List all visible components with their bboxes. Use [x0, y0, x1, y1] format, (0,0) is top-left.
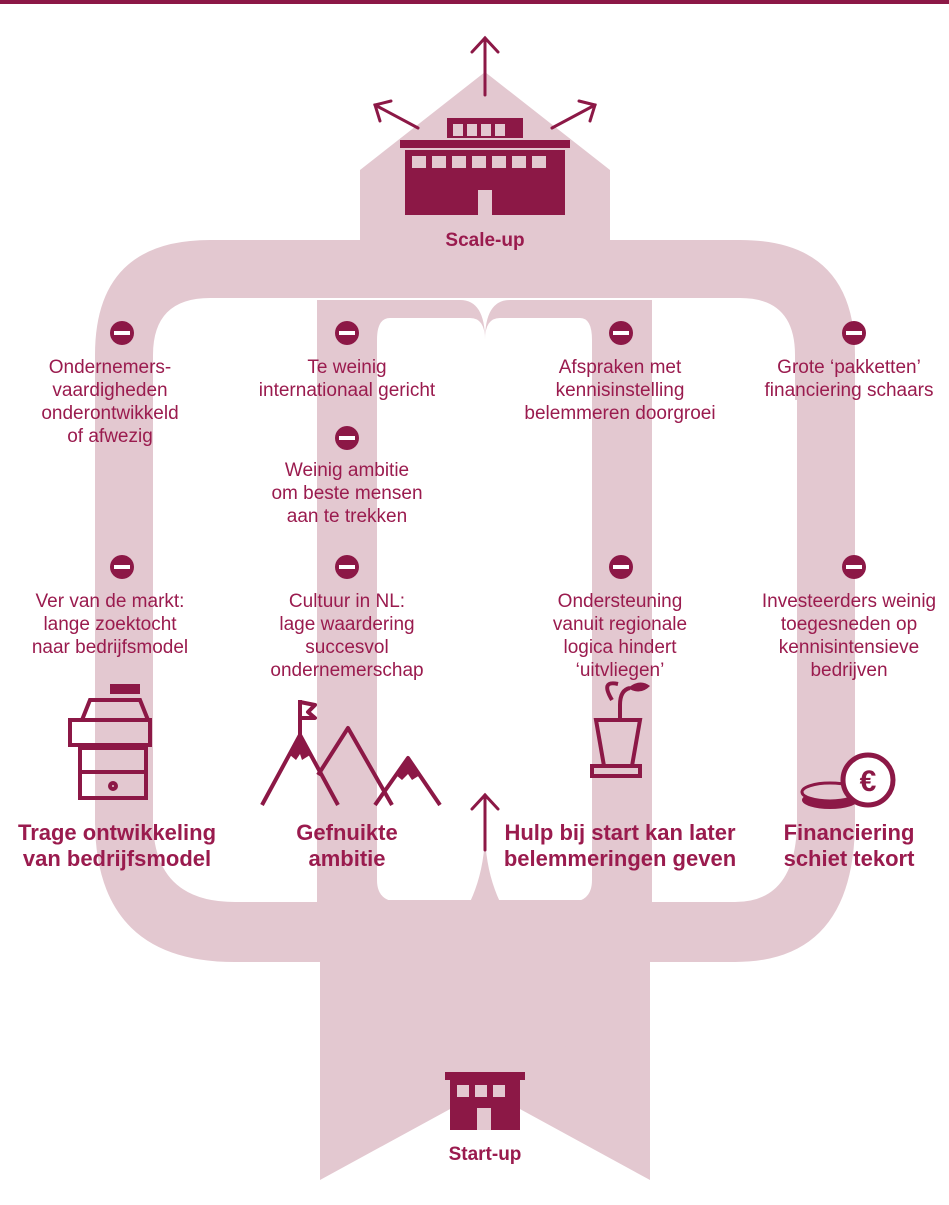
building-icon — [400, 118, 570, 215]
obstacle-text: Afspraken met kennisinstelling belemmere… — [524, 357, 716, 424]
arrow-right — [550, 103, 597, 130]
column-title: Financiering schiet tekort — [783, 820, 915, 871]
euro-symbol: € — [860, 765, 877, 798]
euro-coins-icon — [800, 752, 896, 809]
column-band-4 — [797, 395, 855, 825]
obstacle-text: Grote ‘pakketten’ financiering schaars — [764, 357, 934, 401]
column-title: Hulp bij start kan later belemmeringen g… — [503, 820, 737, 871]
obstacle-text: Cultuur in NL: lage waardering succesvol… — [270, 591, 424, 681]
minus-icon — [609, 321, 633, 345]
arrow-left — [373, 103, 420, 130]
start-up-label: Start-up — [448, 1144, 522, 1165]
minus-icon — [842, 555, 866, 579]
obstacle-text: Ver van de markt: lange zoektocht naar b… — [31, 591, 189, 658]
minus-icon — [110, 555, 134, 579]
obstacle-text: Ondernemers- vaardigheden onderontwikkel… — [41, 357, 179, 447]
minus-icon — [335, 555, 359, 579]
minus-icon — [609, 555, 633, 579]
scale-up-label: Scale-up — [445, 230, 525, 251]
column-title: Trage ontwikkeling van bedrijfsmodel — [17, 820, 217, 871]
minus-icon — [842, 321, 866, 345]
minus-icon — [110, 321, 134, 345]
obstacle-text: Ondersteuning vanuit regionale logica hi… — [552, 591, 688, 681]
top-rule — [0, 0, 949, 4]
plant-pot-icon — [590, 681, 643, 778]
column-title: Gefnuikte ambitie — [296, 820, 398, 871]
minus-icon — [335, 426, 359, 450]
column-band-1 — [95, 395, 153, 825]
shop-icon — [68, 698, 152, 800]
obstacle-text: Te weinig internationaal gericht — [258, 357, 436, 401]
top-ring — [95, 240, 855, 400]
obstacle-text: Weinig ambitie om beste mensen aan te tr… — [271, 460, 423, 527]
mountain-icon — [260, 700, 442, 807]
obstacle-text: Investeerders weinig toegesneden op kenn… — [761, 591, 937, 681]
bottom-ring — [95, 800, 855, 962]
minus-icon — [335, 321, 359, 345]
small-building-icon — [445, 1072, 525, 1130]
